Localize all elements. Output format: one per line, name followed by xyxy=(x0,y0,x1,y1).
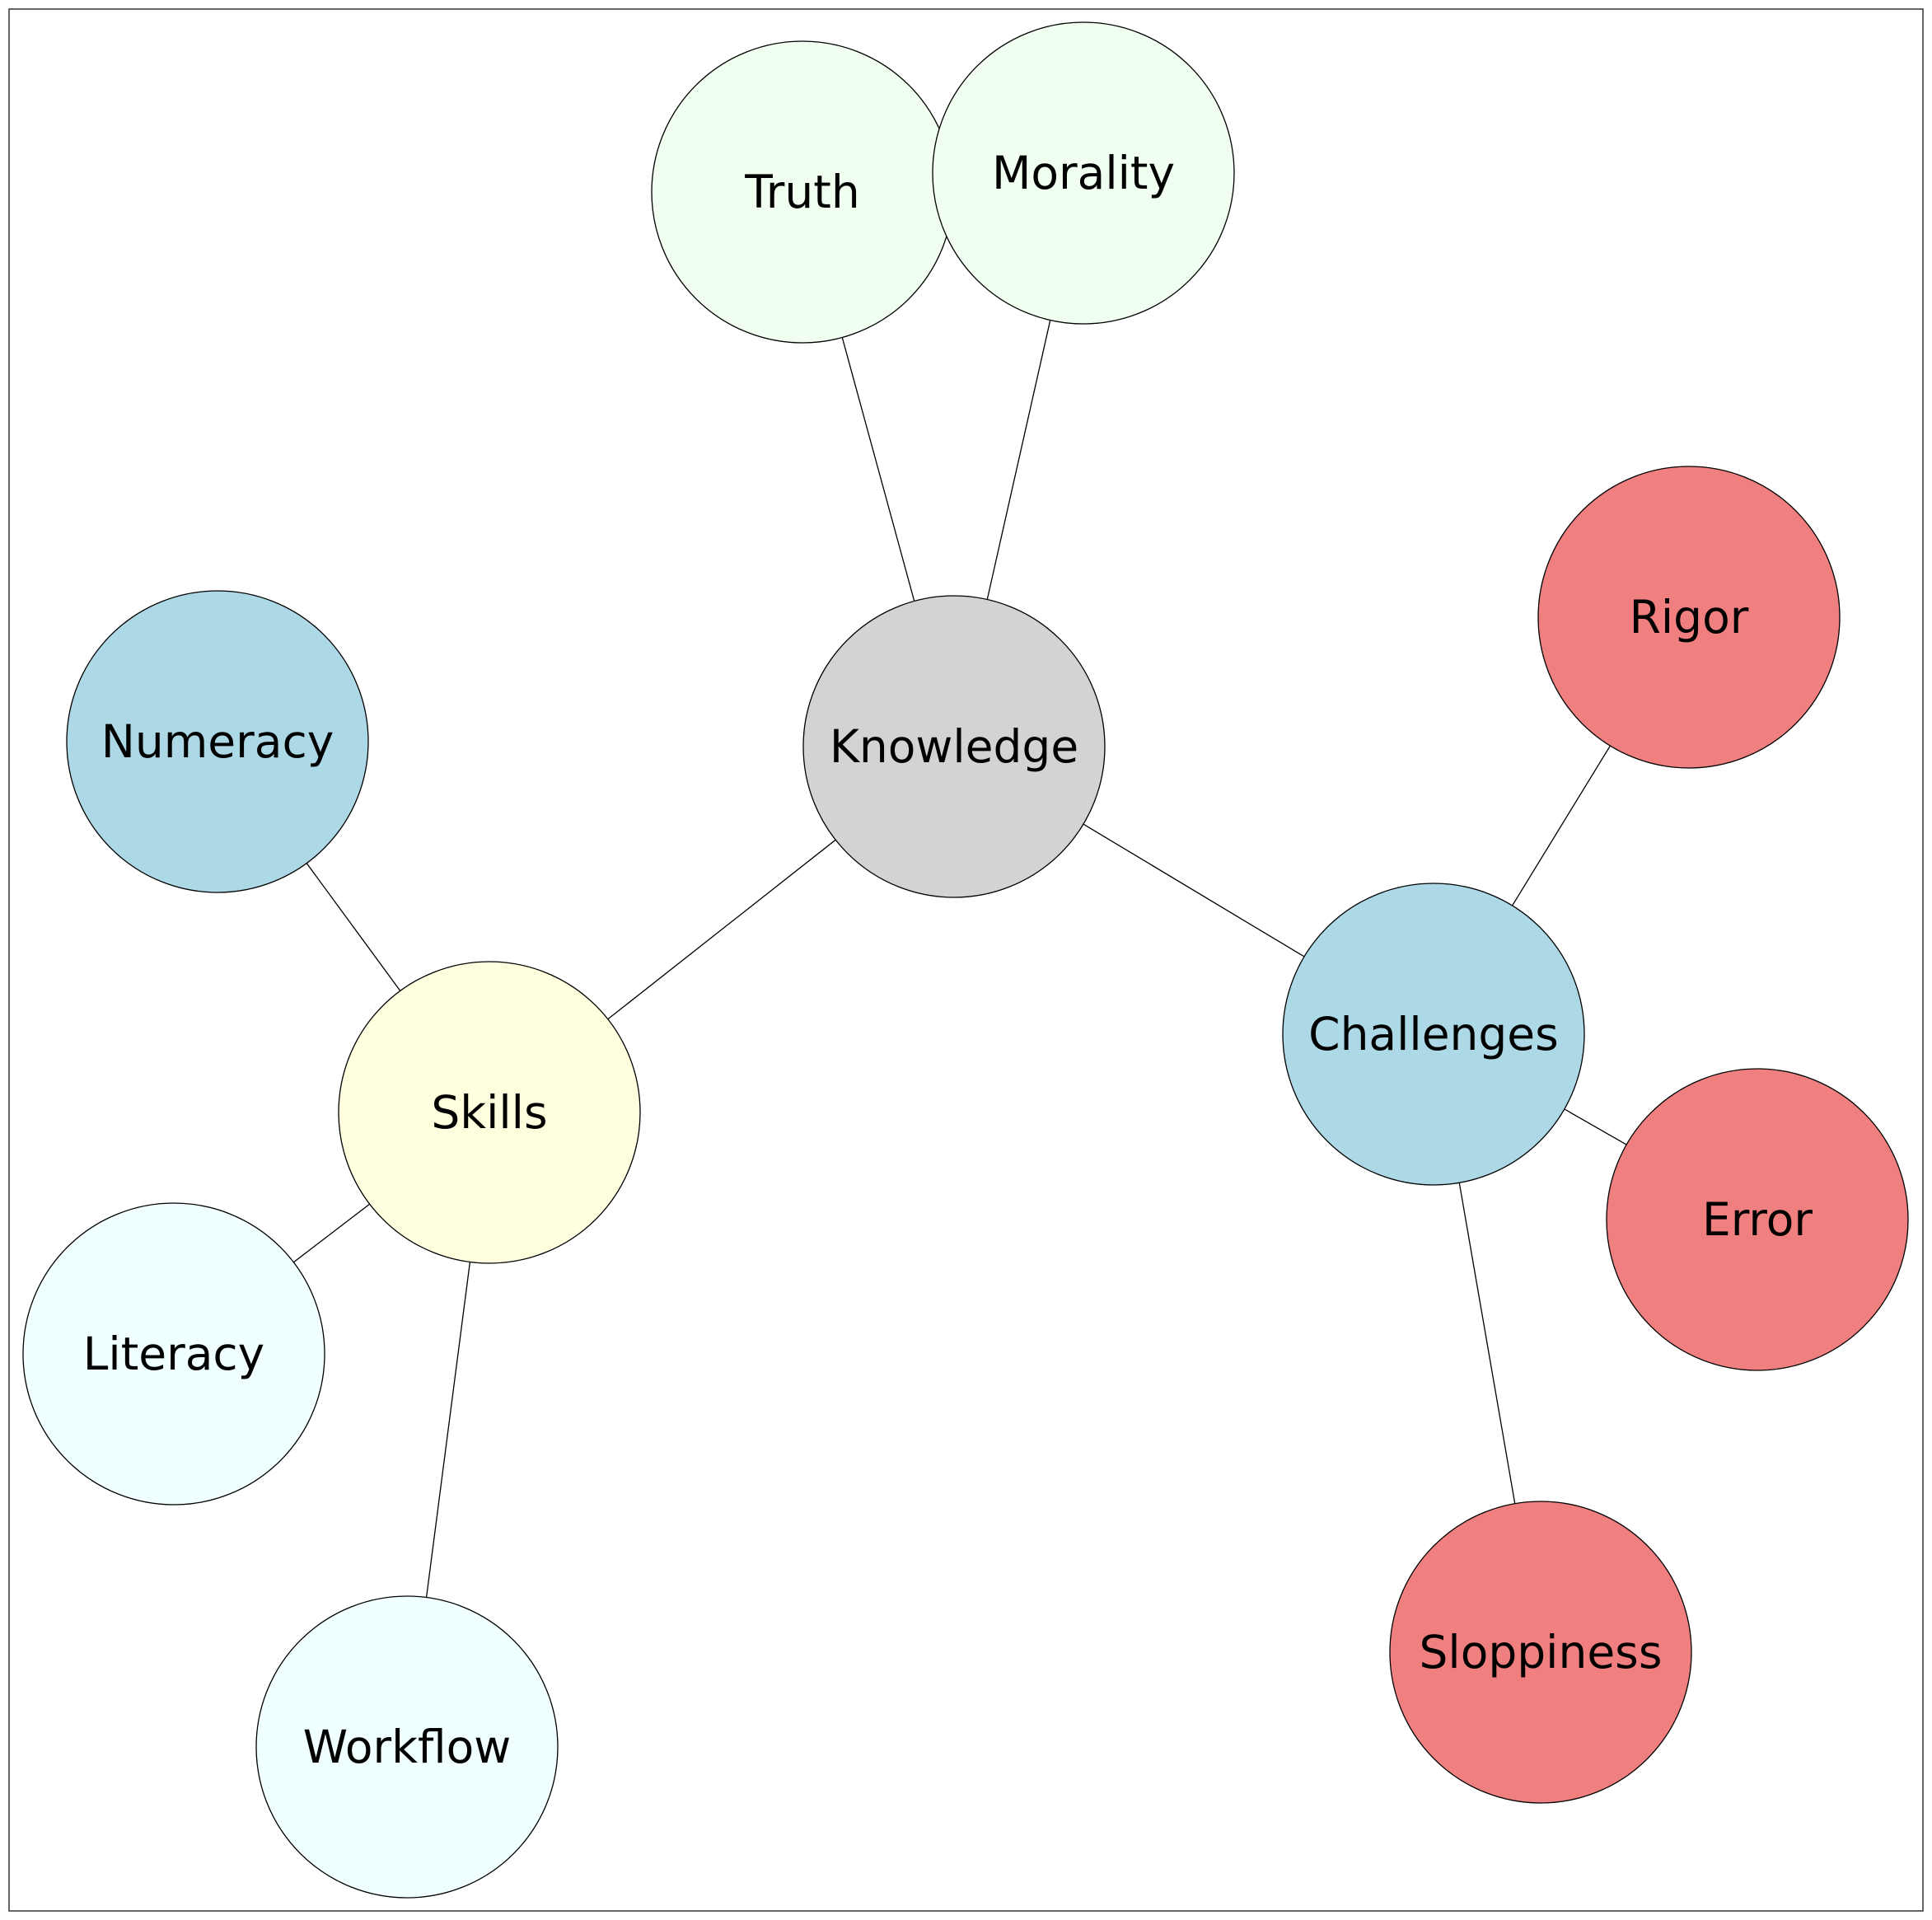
node-circle-morality xyxy=(932,21,1235,325)
node-circle-numeracy xyxy=(66,590,369,893)
node-error: Error xyxy=(1606,1068,1909,1371)
node-circle-sloppiness xyxy=(1389,1501,1692,1804)
node-circle-rigor xyxy=(1537,466,1841,769)
node-label-rigor: Rigor xyxy=(1630,591,1749,644)
node-circle-knowledge xyxy=(802,595,1106,898)
node-skills: Skills xyxy=(338,961,641,1264)
node-label-challenges: Challenges xyxy=(1308,1008,1559,1061)
node-workflow: Workflow xyxy=(255,1595,559,1899)
node-sloppiness: Sloppiness xyxy=(1389,1501,1692,1804)
node-truth: Truth xyxy=(651,40,954,344)
node-label-numeracy: Numeracy xyxy=(101,715,334,768)
node-label-error: Error xyxy=(1702,1193,1813,1246)
node-label-literacy: Literacy xyxy=(83,1328,264,1380)
node-circle-challenges xyxy=(1282,883,1585,1186)
node-circle-skills xyxy=(338,961,641,1264)
node-challenges: Challenges xyxy=(1282,883,1585,1186)
node-rigor: Rigor xyxy=(1537,466,1841,769)
node-literacy: Literacy xyxy=(22,1202,325,1506)
node-numeracy: Numeracy xyxy=(66,590,369,893)
node-knowledge: Knowledge xyxy=(802,595,1106,898)
node-label-sloppiness: Sloppiness xyxy=(1420,1626,1663,1679)
node-label-workflow: Workflow xyxy=(303,1721,512,1773)
node-label-truth: Truth xyxy=(744,166,859,218)
node-label-morality: Morality xyxy=(992,147,1175,199)
node-morality: Morality xyxy=(932,21,1235,325)
node-label-knowledge: Knowledge xyxy=(830,720,1078,773)
node-circle-workflow xyxy=(255,1595,559,1899)
node-label-skills: Skills xyxy=(431,1086,547,1139)
diagram-frame xyxy=(8,8,1924,1912)
node-circle-error xyxy=(1606,1068,1909,1371)
node-circle-literacy xyxy=(22,1202,325,1506)
